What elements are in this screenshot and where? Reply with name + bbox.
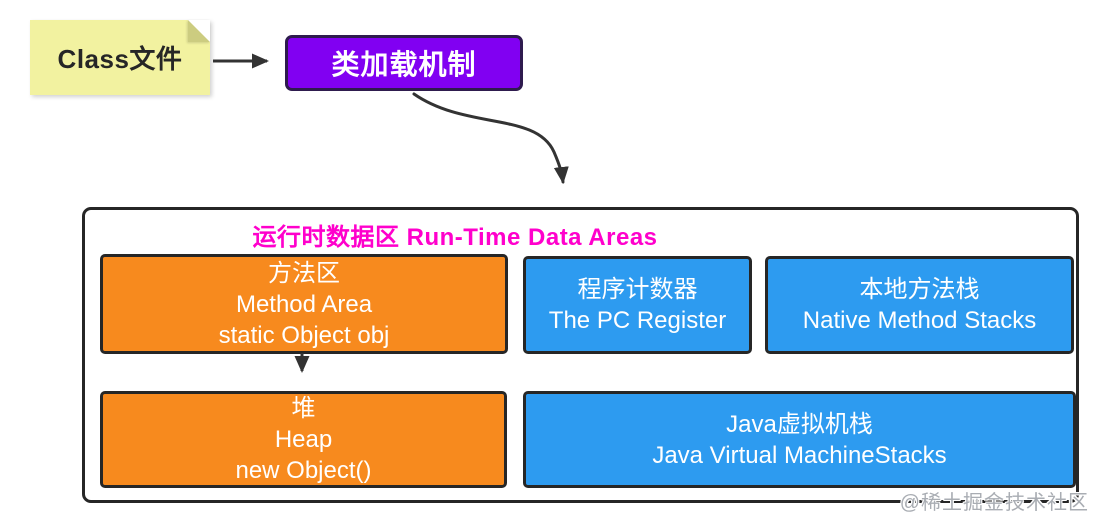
method-area-line-cn: 方法区	[268, 259, 340, 287]
jvm-stacks-line-cn: Java虚拟机栈	[726, 410, 873, 438]
pc-register-box: 程序计数器 The PC Register	[523, 256, 752, 354]
heap-line-cn: 堆	[291, 395, 316, 422]
class-file-label: Class文件	[57, 44, 183, 74]
method-area-box: 方法区 Method Area static Object obj	[100, 254, 508, 354]
class-file-note: Class文件	[30, 20, 210, 95]
heap-line-code: new Object()	[235, 457, 372, 484]
class-loader-box: 类加载机制	[285, 35, 523, 91]
jvm-stacks-line-en: Java Virtual MachineStacks	[652, 441, 947, 469]
note-folded-corner-icon	[188, 20, 210, 42]
curved-arrow-down-icon	[412, 92, 569, 184]
pc-register-line-cn: 程序计数器	[577, 276, 698, 303]
method-area-line-en: Method Area	[235, 290, 373, 318]
class-loader-label: 类加载机制	[331, 49, 477, 80]
runtime-data-areas-container: 运行时数据区 Run-Time Data Areas 方法区 Method Ar…	[82, 207, 1079, 503]
native-stacks-line-en: Native Method Stacks	[802, 307, 1037, 334]
heap-box: 堆 Heap new Object()	[100, 391, 507, 488]
pc-register-line-en: The PC Register	[548, 307, 727, 334]
heap-line-en: Heap	[274, 426, 333, 453]
jvm-stacks-box: Java虚拟机栈 Java Virtual MachineStacks	[523, 391, 1076, 488]
native-method-stacks-box: 本地方法栈 Native Method Stacks	[765, 256, 1074, 354]
watermark: @稀土掘金技术社区	[899, 492, 1089, 514]
native-stacks-line-cn: 本地方法栈	[859, 276, 980, 303]
method-area-line-code: static Object obj	[218, 321, 390, 349]
runtime-title: 运行时数据区 Run-Time Data Areas	[252, 224, 658, 251]
